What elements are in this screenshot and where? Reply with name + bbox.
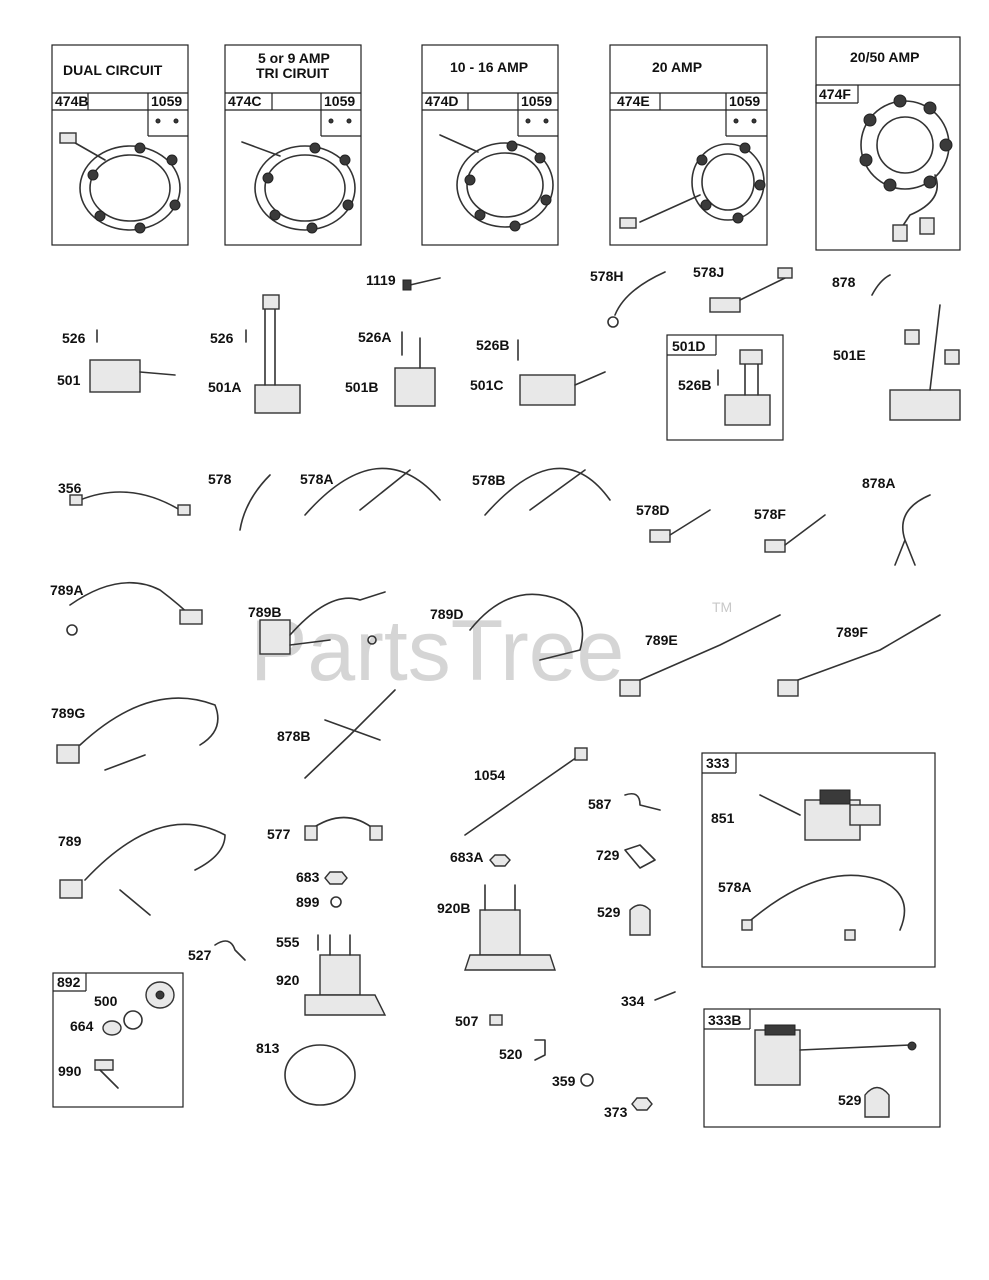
part-label-789e[interactable]: 789E	[645, 632, 678, 648]
ignition-coil-drawing	[754, 1024, 917, 1118]
part-label-664[interactable]: 664	[70, 1018, 94, 1034]
part-label-920b[interactable]: 920B	[437, 900, 470, 916]
part-label-578j[interactable]: 578J	[693, 264, 724, 280]
part-label-878b[interactable]: 878B	[277, 728, 310, 744]
part-label-501c[interactable]: 501C	[470, 377, 503, 393]
stator-box-474f[interactable]: 20/50 AMP 474F	[815, 36, 961, 251]
part-label-1119[interactable]: 1119	[366, 272, 396, 288]
part-label-578d[interactable]: 578D	[636, 502, 669, 518]
part-label-527[interactable]: 527	[188, 947, 212, 963]
hardware-label: 1059	[521, 93, 552, 109]
part-number-labels: 1119 578H 578J 878 526 526 526A 526B 501 501A 501B…	[50, 264, 895, 1120]
part-label-789g[interactable]: 789G	[51, 705, 85, 721]
part-label-577[interactable]: 577	[267, 826, 291, 842]
ignition-switch-drawing	[94, 981, 175, 1089]
part-label-578h[interactable]: 578H	[590, 268, 623, 284]
part-label-851[interactable]: 851	[711, 810, 735, 826]
loose-parts-drawings	[56, 267, 961, 1111]
part-label-899[interactable]: 899	[296, 894, 320, 910]
stator-box-474d[interactable]: 10 - 16 AMP 474D 1059	[421, 44, 559, 246]
stator-drawing	[859, 94, 953, 242]
part-label-526[interactable]: 526	[210, 330, 234, 346]
part-label-356[interactable]: 356	[58, 480, 82, 496]
hardware-label: 1059	[324, 93, 355, 109]
part-label-529_2[interactable]: 529	[838, 1092, 862, 1108]
stator-box-474e[interactable]: 20 AMP 474E 1059	[609, 44, 768, 246]
part-label-578b[interactable]: 578B	[472, 472, 505, 488]
part-label-878a[interactable]: 878A	[862, 475, 895, 491]
part-label-373[interactable]: 373	[604, 1104, 628, 1120]
part-label-587[interactable]: 587	[588, 796, 612, 812]
stator-title: DUAL CIRCUIT	[63, 62, 163, 78]
part-label-520[interactable]: 520	[499, 1046, 523, 1062]
hardware-label: 1059	[729, 93, 760, 109]
stator-title: 20 AMP	[652, 59, 702, 75]
kit-box-892[interactable]: 892	[52, 972, 184, 1108]
part-label-578f[interactable]: 578F	[754, 506, 786, 522]
stator-drawing	[439, 118, 554, 232]
part-label-578[interactable]: 578	[208, 471, 232, 487]
part-label-501e[interactable]: 501E	[833, 347, 866, 363]
part-label-878[interactable]: 878	[832, 274, 856, 290]
stator-title: 10 - 16 AMP	[450, 59, 528, 75]
part-label: 526B	[678, 377, 711, 393]
stator-title: 5 or 9 AMP	[258, 50, 330, 66]
part-label-789b[interactable]: 789B	[248, 604, 281, 620]
part-label-578a[interactable]: 578A	[300, 471, 333, 487]
part-label-729[interactable]: 729	[596, 847, 620, 863]
stator-drawing	[59, 118, 181, 234]
part-label-526a[interactable]: 526A	[358, 329, 391, 345]
kit-label: 892	[57, 974, 81, 990]
part-label-555[interactable]: 555	[276, 934, 300, 950]
part-label-789a[interactable]: 789A	[50, 582, 83, 598]
part-label-789f[interactable]: 789F	[836, 624, 868, 640]
part-label-789[interactable]: 789	[58, 833, 82, 849]
watermark-text: PartsTree	[250, 603, 624, 699]
kit-label: 501D	[672, 338, 705, 354]
part-label-789d[interactable]: 789D	[430, 606, 463, 622]
part-label-683[interactable]: 683	[296, 869, 320, 885]
hardware-label: 1059	[151, 93, 182, 109]
part-label-813[interactable]: 813	[256, 1040, 280, 1056]
part-label-990[interactable]: 990	[58, 1063, 82, 1079]
kit-box-333[interactable]: 333	[701, 752, 936, 968]
kit-box-333b[interactable]: 333B	[703, 1008, 941, 1128]
stator-box-474c[interactable]: 5 or 9 AMP TRI CIRUIT 474C 1059	[224, 44, 362, 246]
part-label: 474F	[819, 86, 851, 102]
stator-drawing	[241, 118, 356, 234]
part-label-507[interactable]: 507	[455, 1013, 479, 1029]
regulator-drawing	[717, 349, 771, 426]
kit-label: 333B	[708, 1012, 741, 1028]
stator-box-474b[interactable]: DUAL CIRCUIT 474B 1059	[51, 44, 189, 246]
part-label-359[interactable]: 359	[552, 1073, 576, 1089]
part-label-334[interactable]: 334	[621, 993, 645, 1009]
kit-box-501d[interactable]: 501D 526B	[666, 334, 784, 441]
part-label: 474B	[55, 93, 88, 109]
watermark-tm: TM	[712, 599, 732, 615]
part-label: 474C	[228, 93, 261, 109]
part-label-683a[interactable]: 683A	[450, 849, 483, 865]
kit-label: 333	[706, 755, 730, 771]
part-label: 474E	[617, 93, 650, 109]
stator-title: 20/50 AMP	[850, 49, 920, 65]
part-label-578a_2[interactable]: 578A	[718, 879, 751, 895]
part-label-501[interactable]: 501	[57, 372, 81, 388]
part-label-501b[interactable]: 501B	[345, 379, 378, 395]
part-label-526[interactable]: 526	[62, 330, 86, 346]
stator-title-2: TRI CIRUIT	[256, 65, 330, 81]
part-label-1054[interactable]: 1054	[474, 767, 505, 783]
stator-drawing	[619, 118, 766, 229]
part-label-500[interactable]: 500	[94, 993, 118, 1009]
part-label-501a[interactable]: 501A	[208, 379, 241, 395]
ignition-coil-drawing	[741, 789, 906, 941]
part-label-526b[interactable]: 526B	[476, 337, 509, 353]
part-label-529[interactable]: 529	[597, 904, 621, 920]
part-label: 474D	[425, 93, 458, 109]
part-label-920[interactable]: 920	[276, 972, 300, 988]
